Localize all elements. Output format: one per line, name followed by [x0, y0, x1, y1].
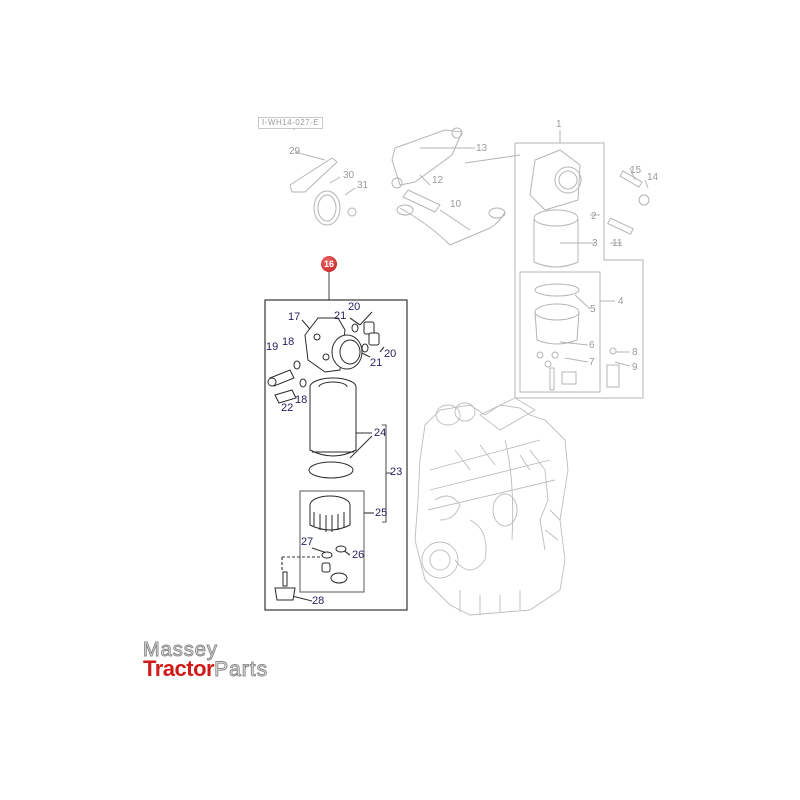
- part-number-8[interactable]: 8: [632, 347, 638, 358]
- part-number-7[interactable]: 7: [589, 357, 595, 368]
- engine-illustration: [414, 397, 569, 616]
- part-number-3[interactable]: 3: [592, 238, 598, 249]
- part-number-4[interactable]: 4: [618, 296, 624, 307]
- part-number-10[interactable]: 10: [450, 199, 462, 210]
- part-number-19[interactable]: 19: [266, 341, 279, 353]
- part-number-26[interactable]: 26: [352, 549, 365, 561]
- part-number-14[interactable]: 14: [647, 172, 659, 183]
- part-number-20-upper[interactable]: 20: [348, 301, 361, 313]
- part-number-18-upper[interactable]: 18: [282, 336, 295, 348]
- part-number-1[interactable]: 1: [556, 119, 562, 130]
- part-number-27[interactable]: 27: [301, 536, 314, 548]
- part-number-17[interactable]: 17: [288, 311, 301, 323]
- part-number-6[interactable]: 6: [589, 340, 595, 351]
- part-number-25[interactable]: 25: [375, 507, 388, 519]
- part-number-13[interactable]: 13: [476, 143, 488, 154]
- reference-code-label: I-WH14-027-E: [258, 117, 324, 129]
- highlighted-callout-16[interactable]: 16: [321, 256, 337, 272]
- part-number-18-lower[interactable]: 18: [295, 394, 308, 406]
- part-number-21-upper[interactable]: 21: [334, 310, 347, 322]
- part-number-22[interactable]: 22: [281, 402, 294, 414]
- part-number-28[interactable]: 28: [312, 595, 325, 607]
- part-number-15[interactable]: 15: [630, 165, 642, 176]
- part-number-23[interactable]: 23: [390, 466, 403, 478]
- logo-word-parts: Parts: [214, 658, 269, 681]
- part-number-9[interactable]: 9: [632, 362, 638, 373]
- part-number-12[interactable]: 12: [432, 175, 444, 186]
- part-number-21-lower[interactable]: 21: [370, 357, 383, 369]
- massey-tractor-parts-logo: Massey TractorParts: [142, 639, 269, 681]
- part-number-30[interactable]: 30: [343, 170, 355, 181]
- part-number-24[interactable]: 24: [374, 427, 387, 439]
- part-number-2[interactable]: 2: [591, 211, 597, 222]
- filter-assembly-parts: [267, 317, 380, 601]
- part-number-31[interactable]: 31: [357, 180, 369, 191]
- logo-word-tractor: Tractor: [143, 656, 215, 681]
- part-number-11[interactable]: 11: [612, 238, 623, 249]
- part-number-29[interactable]: 29: [289, 146, 301, 157]
- part-number-20-lower[interactable]: 20: [384, 348, 397, 360]
- part-number-5[interactable]: 5: [590, 304, 596, 315]
- logo-line-tractorparts: TractorParts: [143, 656, 269, 681]
- logo-line-massey: Massey: [142, 639, 218, 661]
